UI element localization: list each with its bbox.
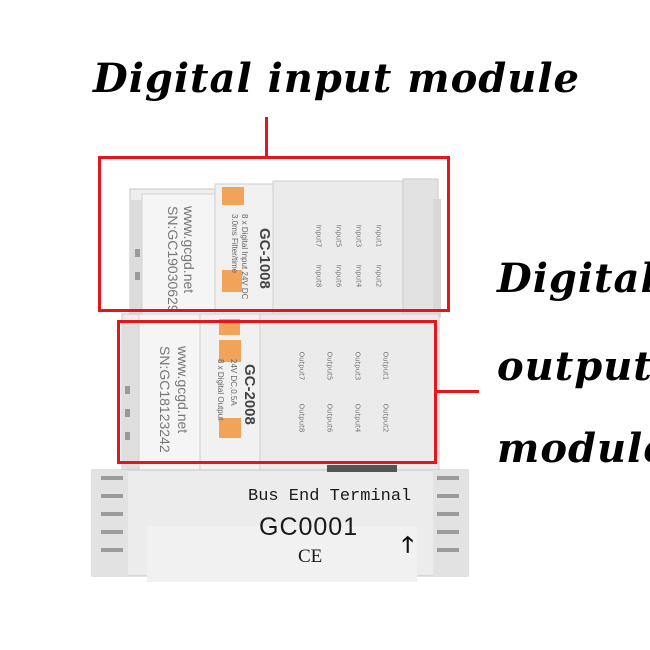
digital-output-highlight-box xyxy=(117,320,437,464)
end-terminal-slot xyxy=(437,548,459,552)
device-photo-drawing xyxy=(91,178,469,582)
output-orange-tab-top xyxy=(219,319,240,335)
end-terminal-slot xyxy=(101,494,123,498)
bus-end-terminal-model: GC0001 xyxy=(259,513,359,541)
output-orange-tab-mid xyxy=(219,340,241,362)
end-terminal-slot xyxy=(437,530,459,534)
digital-output-callout-line1: Digital xyxy=(497,255,650,302)
digital-output-callout-line2: output xyxy=(497,343,650,390)
input-callout-line xyxy=(265,117,268,157)
end-terminal-slot xyxy=(437,512,459,516)
output-callout-line xyxy=(436,390,479,393)
end-terminal-slot xyxy=(101,530,123,534)
digital-input-highlight-box xyxy=(98,156,450,312)
digital-output-callout-line3: module xyxy=(497,425,650,472)
input-orange-tab-mid xyxy=(222,270,242,292)
output-orange-tab-low xyxy=(219,418,241,438)
end-terminal-slot xyxy=(101,548,123,552)
input-orange-tab-top xyxy=(222,187,244,205)
end-terminal-slot xyxy=(101,512,123,516)
io-module-assembly: www.gcgd.net SN:GC19030629 GC-1008 8 x D… xyxy=(87,174,470,594)
arrow-up-icon: 🡑 xyxy=(402,533,414,558)
bus-end-terminal-label: Bus End Terminal xyxy=(248,487,412,506)
digital-input-callout: Digital input module xyxy=(93,55,580,102)
end-terminal-slot xyxy=(437,476,459,480)
end-terminal-slot xyxy=(101,476,123,480)
ce-mark: CE xyxy=(298,546,323,567)
end-terminal-slot xyxy=(437,494,459,498)
